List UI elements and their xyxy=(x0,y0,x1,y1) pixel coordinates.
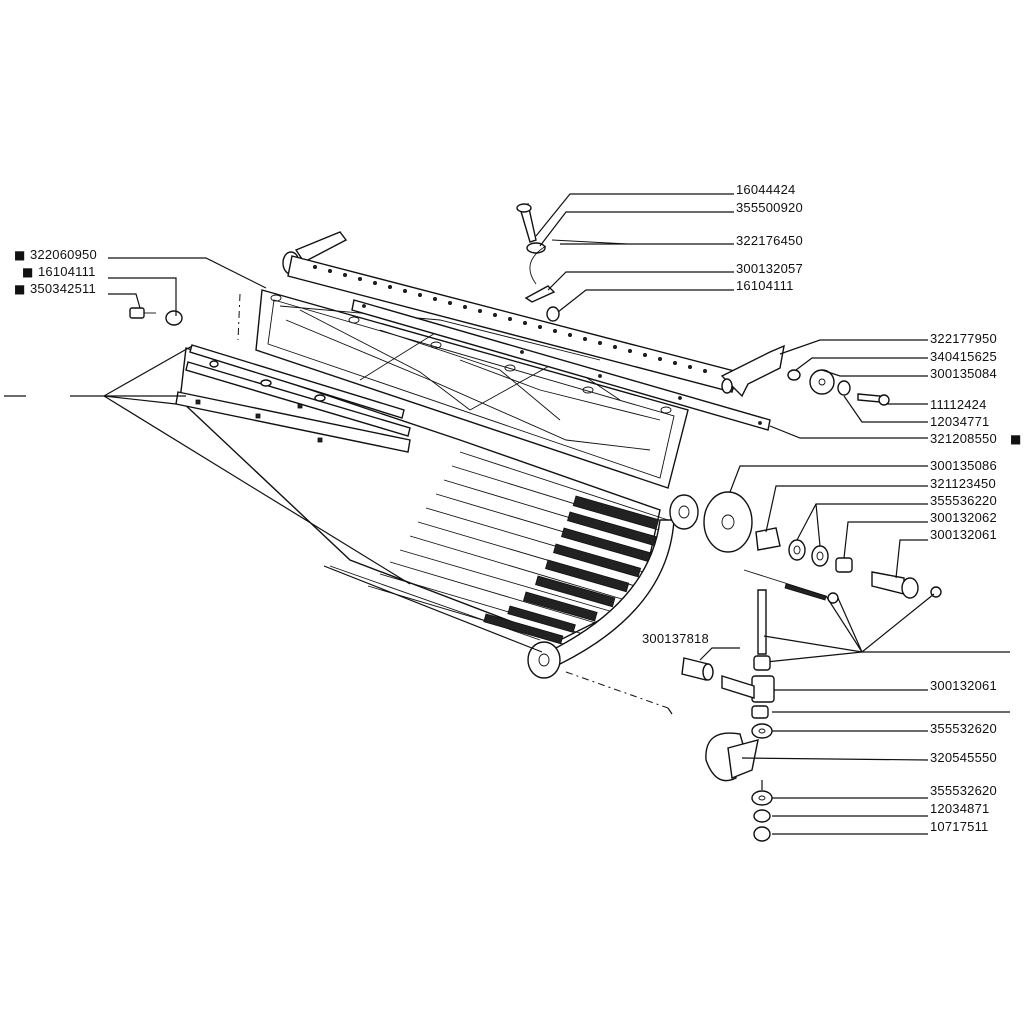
leader-lines-left xyxy=(4,345,543,653)
guide-strip xyxy=(351,299,771,431)
label-300132061-b: 300132061 xyxy=(930,678,997,693)
label-300137818: 300137818 xyxy=(642,631,709,646)
label-16104111-top: 16104111 xyxy=(736,278,794,293)
label-11112424: 11112424 xyxy=(930,397,987,412)
left-fasteners xyxy=(129,307,183,326)
label-320545550: 320545550 xyxy=(930,750,997,765)
label-300132057: 300132057 xyxy=(736,261,803,276)
label-12034871: 12034871 xyxy=(930,801,989,816)
label-322060950: 322060950 xyxy=(30,247,97,262)
label-355532620-b: 355532620 xyxy=(930,783,997,798)
pivot-hardware xyxy=(787,369,890,406)
label-321208550: 321208550 xyxy=(930,431,997,446)
marker-322060950: ■ xyxy=(14,248,25,262)
leader-lines xyxy=(108,193,1010,835)
label-300132062: 300132062 xyxy=(930,510,997,525)
label-16044424: 16044424 xyxy=(736,182,795,197)
marker-350342511: ■ xyxy=(14,282,25,296)
centerline-shaft xyxy=(565,671,669,709)
label-321123450: 321123450 xyxy=(930,476,996,491)
marker-16104111: ■ xyxy=(22,265,33,279)
label-16104111-left: 16104111 xyxy=(38,264,96,279)
label-355536220: 355536220 xyxy=(930,493,997,508)
label-12034771: 12034771 xyxy=(930,414,989,429)
pivot-rod-assembly xyxy=(282,231,785,398)
label-355532620-a: 355532620 xyxy=(930,721,997,736)
label-300132061-a: 300132061 xyxy=(930,527,997,542)
label-300135086: 300135086 xyxy=(930,458,997,473)
label-355500920: 355500920 xyxy=(736,200,803,215)
sieve-frame xyxy=(255,289,689,489)
label-300135084: 300135084 xyxy=(930,366,997,381)
marker-321208550: ■ xyxy=(1010,432,1021,446)
label-350342511: 350342511 xyxy=(30,281,96,296)
label-322177950: 322177950 xyxy=(930,331,997,346)
centerline-left xyxy=(237,293,241,341)
concave-grate xyxy=(175,344,699,679)
label-10717511: 10717511 xyxy=(930,819,988,834)
lever-parts xyxy=(516,202,629,322)
label-340415625: 340415625 xyxy=(930,349,997,364)
adjustment-assembly xyxy=(681,491,1010,842)
part-number-labels: 16044424 355500920 322176450 300132057 1… xyxy=(14,182,1021,834)
label-322176450: 322176450 xyxy=(736,233,803,248)
